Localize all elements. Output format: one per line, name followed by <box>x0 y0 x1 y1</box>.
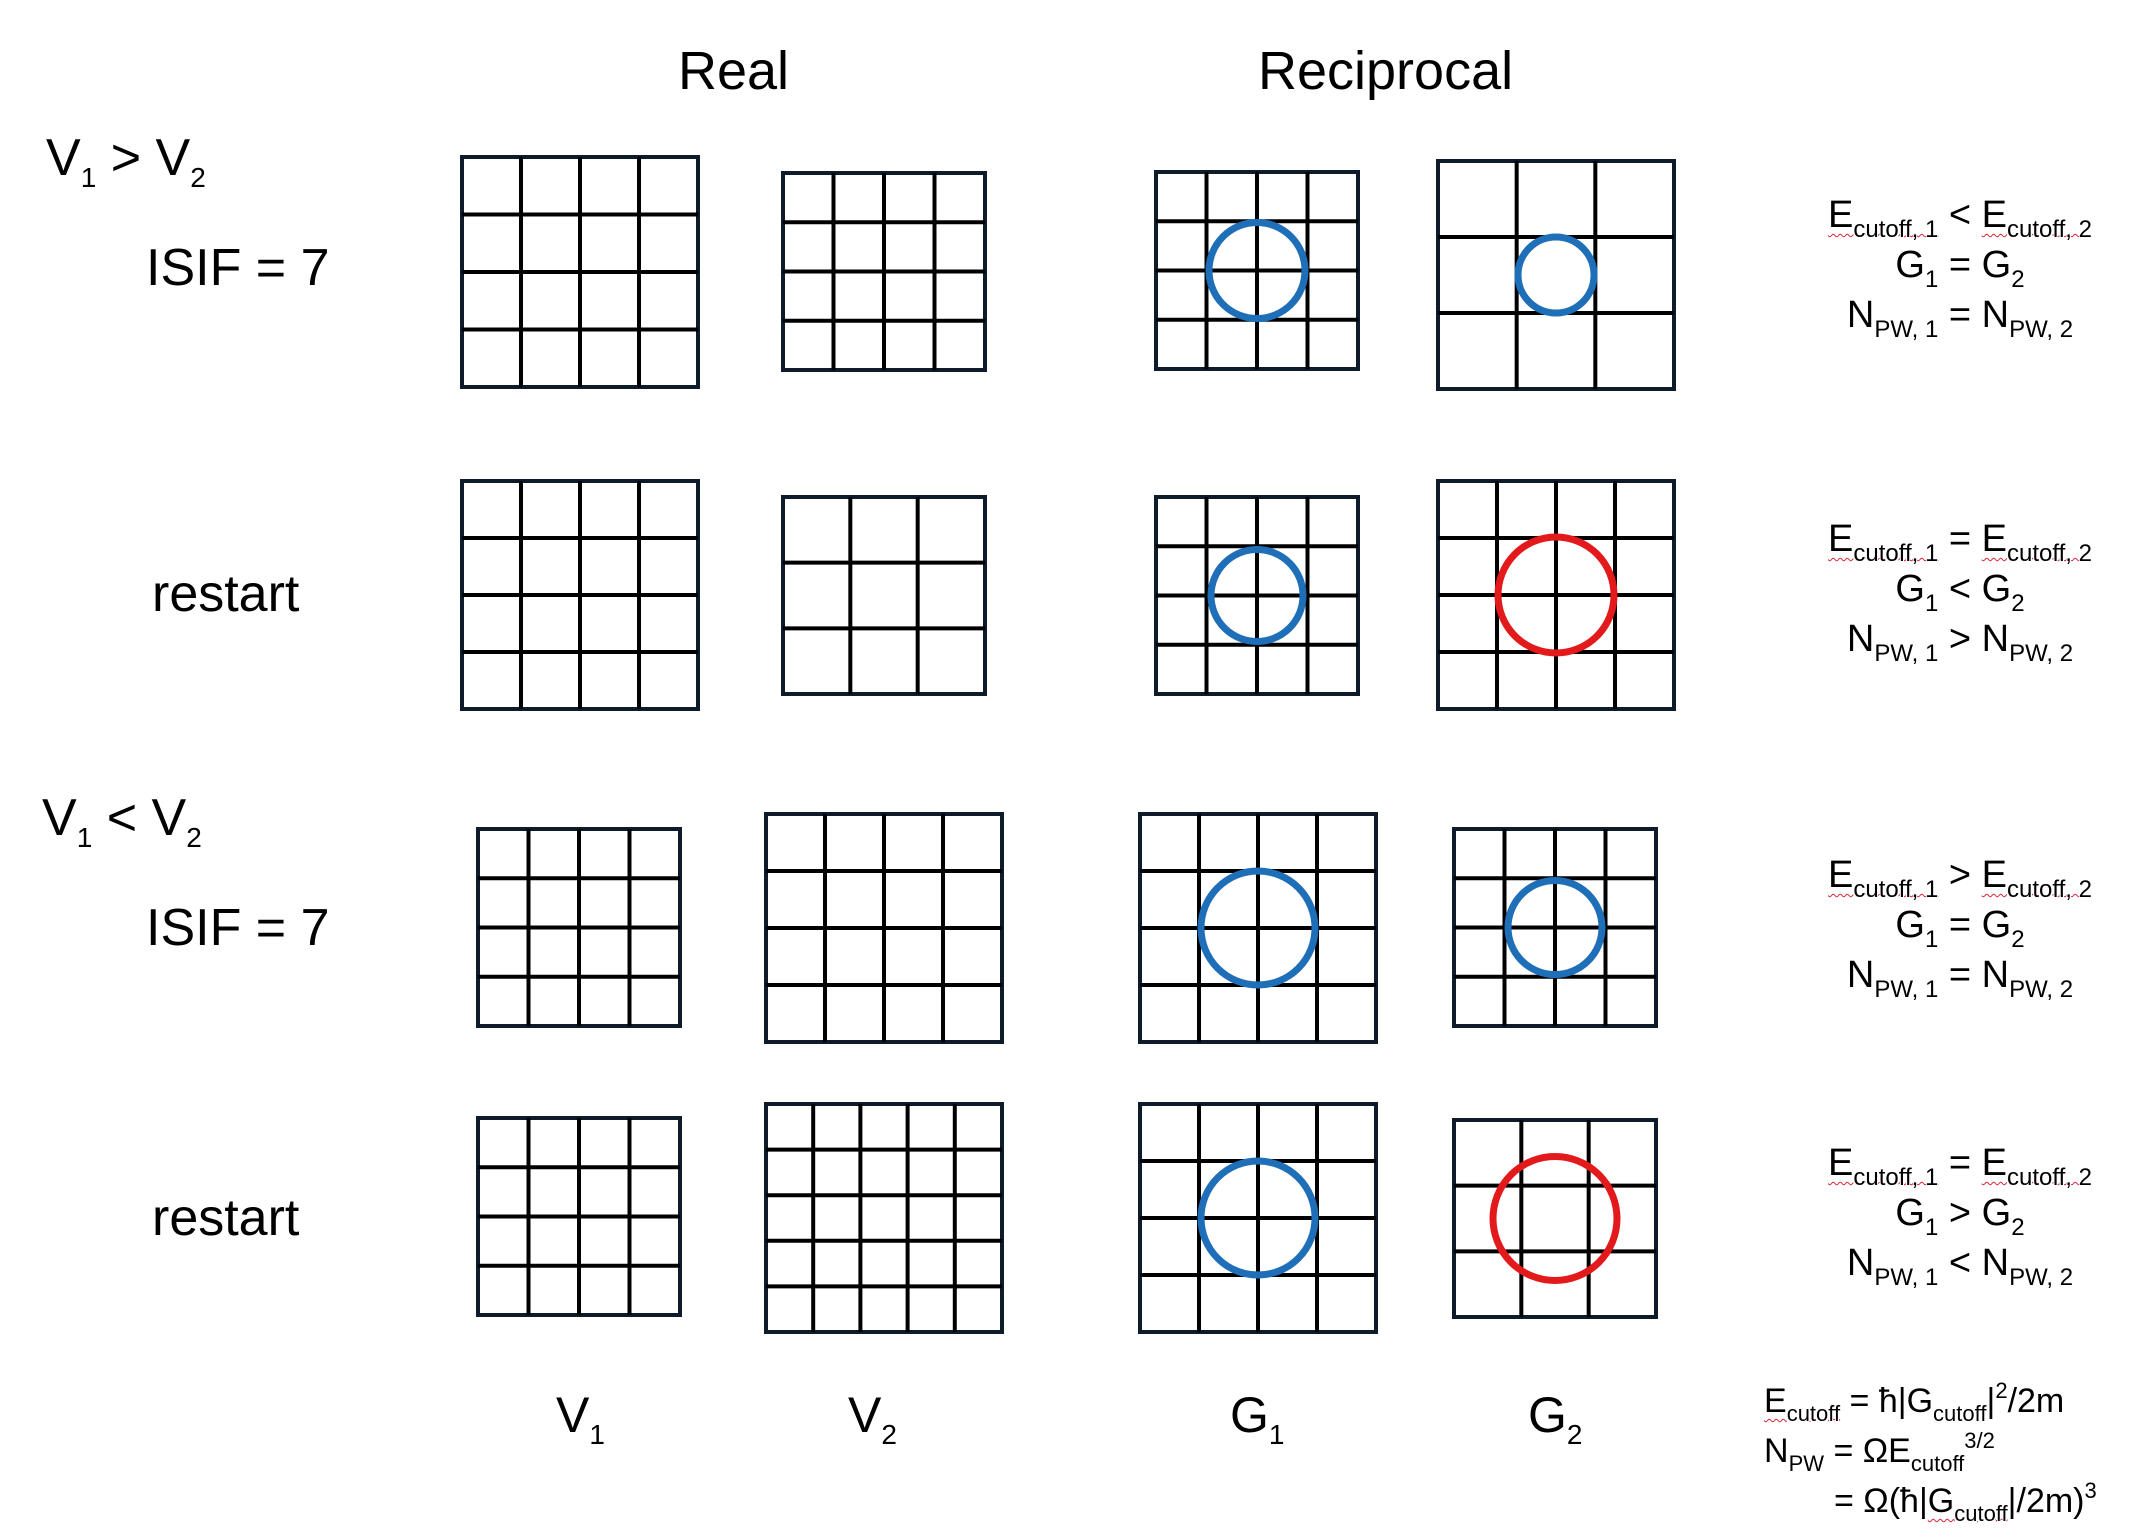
grid-real-v1-r1 <box>460 155 700 389</box>
grid-recip-g2-r2 <box>1436 479 1676 711</box>
column-label-g1: G1 <box>1230 1387 1285 1450</box>
grid-recip-g2-r3 <box>1452 827 1658 1028</box>
grid-real-v2-r1 <box>781 171 987 372</box>
g-relation: G1 = G2 <box>1895 904 2025 953</box>
cutoff-circle <box>1197 867 1319 989</box>
header-real: Real <box>678 41 790 101</box>
relations-row-2: Ecutoff, 1 = Ecutoff, 2 G1 < G2 NPW, 1 >… <box>1790 520 2130 670</box>
cutoff-circle <box>1504 877 1606 978</box>
npw-relation: NPW, 1 = NPW, 2 <box>1846 294 2074 343</box>
grid-real-v2-r4 <box>764 1102 1004 1334</box>
grid-real-v2-r3 <box>764 812 1004 1044</box>
formula-npw: NPW = ΩEcutoff3/2 <box>1764 1428 1995 1476</box>
relations-row-1: Ecutoff, 1 < Ecutoff, 2 G1 = G2 NPW, 1 =… <box>1790 196 2130 346</box>
grid-recip-g1-r3 <box>1138 812 1378 1044</box>
g-relation: G1 = G2 <box>1895 244 2025 293</box>
relations-row-4: Ecutoff, 1 = Ecutoff, 2 G1 > G2 NPW, 1 <… <box>1790 1144 2130 1294</box>
cutoff-circle <box>1514 233 1598 317</box>
grid-real-v1-r2 <box>460 479 700 711</box>
cutoff-circle <box>1205 219 1309 322</box>
g-relation: G1 > G2 <box>1895 1192 2025 1241</box>
case-v1-less-v2: V1 < V2 <box>42 789 202 853</box>
row-label-isif-2: ISIF = 7 <box>146 899 330 957</box>
grid-recip-g1-r4 <box>1138 1102 1378 1334</box>
case-v1-greater-v2: V1 > V2 <box>46 129 206 193</box>
ecutoff-relation: Ecutoff, 1 < Ecutoff, 2 <box>1828 194 2092 243</box>
npw-relation: NPW, 1 < NPW, 2 <box>1846 1242 2074 1291</box>
npw-relation: NPW, 1 > NPW, 2 <box>1846 618 2074 667</box>
row-label-isif-1: ISIF = 7 <box>146 239 330 297</box>
ecutoff-relation: Ecutoff, 1 > Ecutoff, 2 <box>1828 854 2092 903</box>
ecutoff-relation: Ecutoff, 1 = Ecutoff, 2 <box>1828 1142 2092 1191</box>
cutoff-circle-changed <box>1494 533 1618 657</box>
grid-border <box>1436 159 1676 391</box>
column-label-v2: V2 <box>848 1387 897 1450</box>
grid-recip-g2-r4 <box>1452 1118 1658 1319</box>
cutoff-circle <box>1207 546 1307 645</box>
cutoff-circle <box>1197 1157 1319 1279</box>
g-relation: G1 < G2 <box>1895 568 2025 617</box>
cutoff-circle-changed <box>1489 1153 1621 1284</box>
npw-relation: NPW, 1 = NPW, 2 <box>1846 954 2074 1003</box>
formula-npw-expanded: = Ω(ħ|Gcutoff|/2m)3 <box>1834 1478 2097 1526</box>
ecutoff-relation: Ecutoff, 1 = Ecutoff, 2 <box>1828 518 2092 567</box>
grid-recip-g1-r2 <box>1154 495 1360 696</box>
grid-real-v2-r2 <box>781 495 987 696</box>
grid-border <box>1452 1118 1658 1319</box>
header-reciprocal: Reciprocal <box>1258 41 1514 101</box>
grid-border <box>764 1102 1004 1334</box>
row-label-restart-1: restart <box>152 565 300 623</box>
grid-real-v1-r4 <box>476 1116 682 1317</box>
relations-row-3: Ecutoff, 1 > Ecutoff, 2 G1 = G2 NPW, 1 =… <box>1790 856 2130 1006</box>
row-label-restart-2: restart <box>152 1189 300 1247</box>
grid-recip-g2-r1 <box>1436 159 1676 391</box>
column-label-v1: V1 <box>556 1387 605 1450</box>
grid-border <box>781 495 987 696</box>
column-label-g2: G2 <box>1528 1387 1583 1450</box>
formula-ecutoff: Ecutoff = ħ|Gcutoff|2/2m <box>1764 1378 2065 1426</box>
grid-recip-g1-r1 <box>1154 170 1360 371</box>
grid-real-v1-r3 <box>476 827 682 1028</box>
